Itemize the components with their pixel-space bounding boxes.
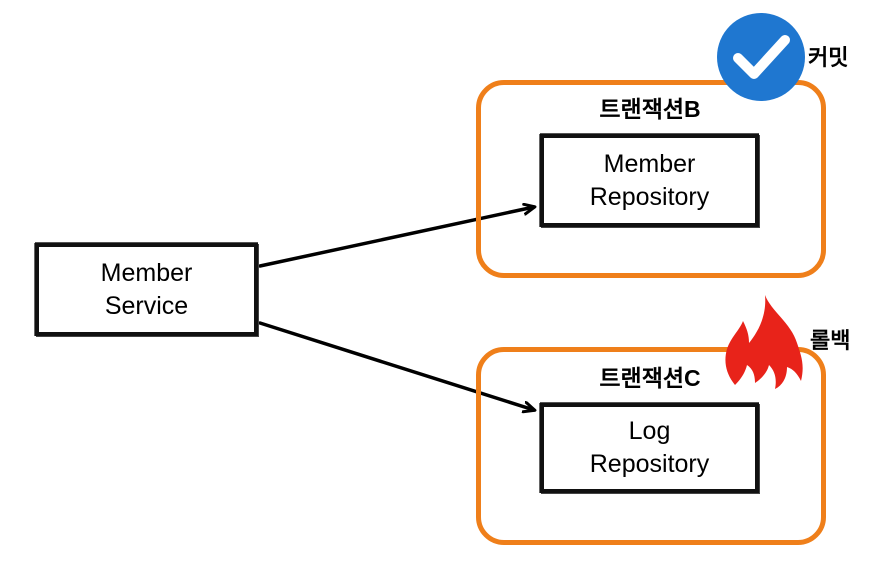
transaction-b-container xyxy=(476,80,826,278)
transaction-c-container xyxy=(476,347,826,545)
log-repository-line2: Repository xyxy=(589,450,710,478)
member-service-box: Member Service xyxy=(35,243,258,336)
rollback-label: 롤백 xyxy=(810,328,851,353)
commit-label: 커밋 xyxy=(808,45,849,70)
log-repository-box: Log Repository xyxy=(540,403,759,493)
check-circle-icon xyxy=(717,13,805,101)
transaction-c-label: 트랜잭션C xyxy=(599,365,701,391)
member-service-line1: Member xyxy=(100,258,193,287)
log-repository-line1: Log xyxy=(628,417,671,445)
member-repository-line1: Member xyxy=(603,149,696,178)
member-service-line2: Service xyxy=(104,291,189,320)
member-repository-line2: Repository xyxy=(589,182,710,211)
arrow-to-log-repository xyxy=(258,321,534,410)
transaction-b-label: 트랜잭션B xyxy=(599,96,701,122)
member-repository-box: Member Repository xyxy=(540,134,759,227)
fire-icon xyxy=(725,295,803,389)
arrow-to-member-repository xyxy=(258,207,534,268)
